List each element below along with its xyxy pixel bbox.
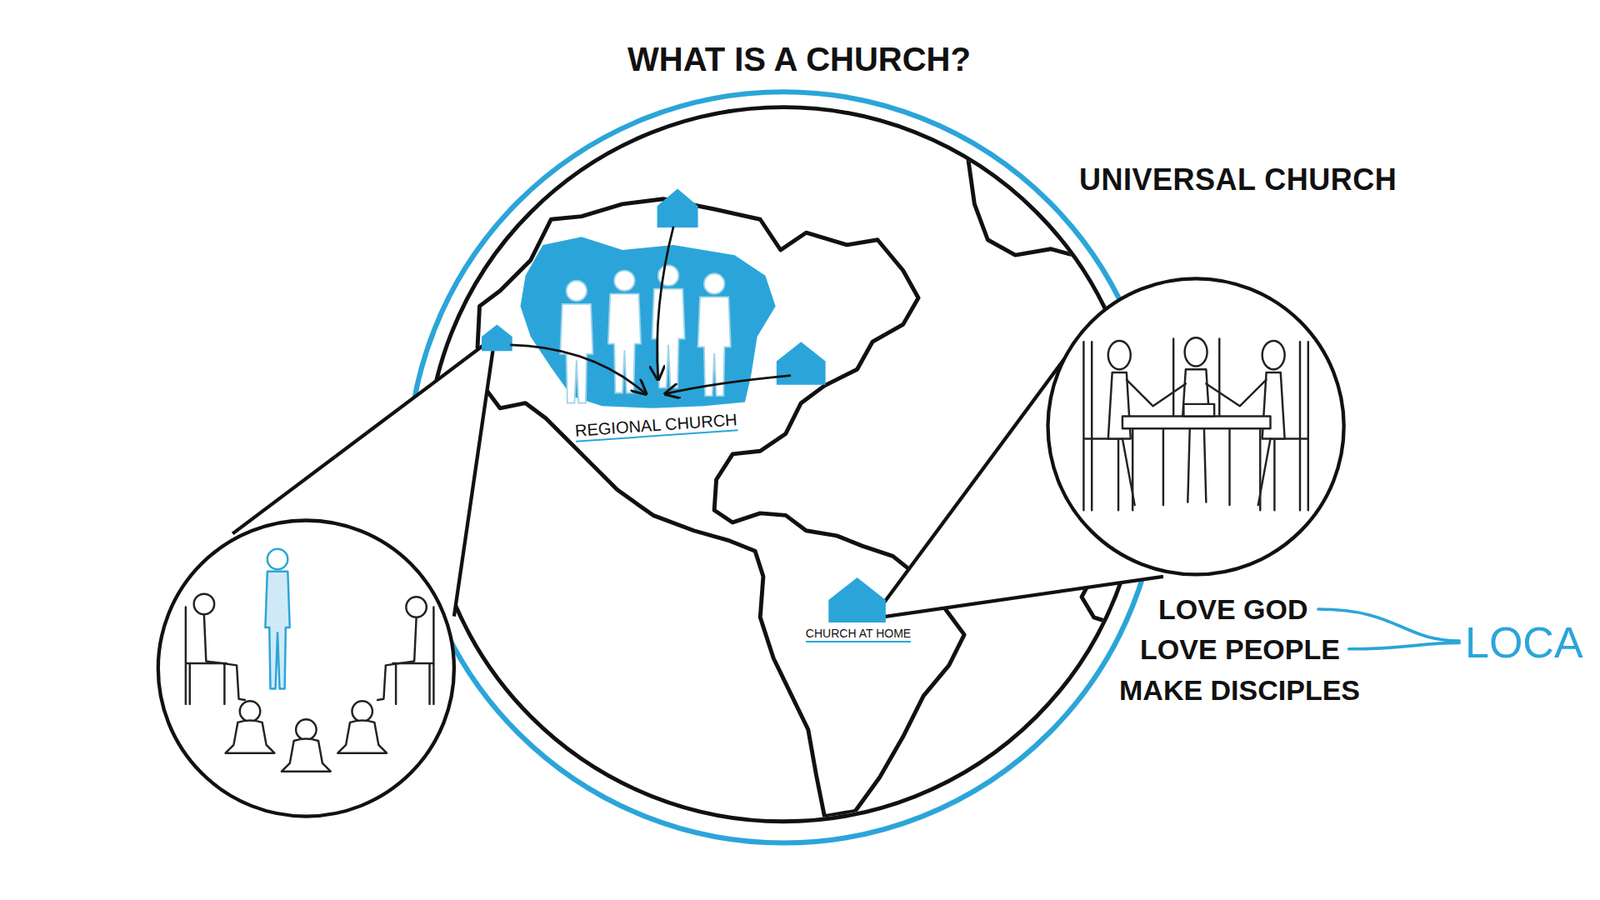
gather-arrows bbox=[510, 226, 791, 395]
figure-head bbox=[614, 270, 635, 291]
person-body bbox=[281, 739, 331, 772]
person-head bbox=[1262, 340, 1285, 370]
chair bbox=[392, 607, 434, 705]
person-head bbox=[351, 700, 372, 721]
callout-line bbox=[232, 336, 495, 534]
highlight-word: LOCA bbox=[1465, 618, 1584, 667]
diagram-title: WHAT IS A CHURCH? bbox=[627, 40, 971, 79]
callout-line bbox=[872, 576, 1164, 619]
callout-circle bbox=[158, 520, 455, 816]
node-text: REGIONAL CHURCH bbox=[574, 410, 738, 443]
gather-arrow bbox=[665, 375, 791, 395]
figure-head bbox=[566, 280, 587, 301]
regional-church-node: REGIONAL CHURCH bbox=[515, 232, 782, 441]
person-head bbox=[295, 719, 316, 740]
person-body bbox=[225, 720, 275, 753]
america-outline bbox=[477, 199, 965, 817]
callout-line bbox=[454, 336, 495, 617]
person-head bbox=[194, 594, 215, 615]
person-legs bbox=[1122, 428, 1271, 505]
book bbox=[1183, 404, 1215, 417]
joined-arms bbox=[1126, 380, 1267, 407]
figure-body bbox=[698, 296, 731, 396]
label-text: CHURCH AT HOME bbox=[805, 626, 911, 643]
leader-body bbox=[265, 571, 290, 690]
label-text: LOVE PEOPLE bbox=[1140, 632, 1340, 666]
callout-circle bbox=[1048, 278, 1345, 575]
houses bbox=[481, 189, 886, 623]
house-icon bbox=[481, 324, 513, 351]
label-text: LOVE GOD bbox=[1158, 592, 1308, 626]
person-body bbox=[377, 618, 417, 700]
table-top bbox=[1122, 416, 1271, 430]
person-head bbox=[1185, 337, 1208, 366]
person-head bbox=[1108, 340, 1131, 370]
regional-blob bbox=[515, 232, 782, 441]
table-legs bbox=[1132, 428, 1260, 510]
label-text: MAKE DISCIPLES bbox=[1119, 673, 1360, 707]
blue-link bbox=[1349, 642, 1460, 649]
house-icon bbox=[657, 189, 699, 229]
house-icon bbox=[828, 577, 886, 623]
circle-meeting bbox=[185, 549, 435, 772]
node-text: UNIVERSAL CHURCH bbox=[1079, 162, 1397, 198]
person-body bbox=[204, 615, 245, 700]
leader-head bbox=[267, 549, 288, 570]
figure-head bbox=[704, 273, 725, 294]
gather-arrow bbox=[510, 345, 646, 395]
person-head bbox=[405, 596, 426, 617]
callout-line bbox=[872, 351, 1070, 619]
person-head bbox=[240, 700, 260, 721]
table-meeting bbox=[1083, 337, 1308, 510]
person-body bbox=[337, 720, 387, 753]
house-icon bbox=[776, 341, 826, 385]
figure-body bbox=[560, 304, 593, 404]
gather-arrow bbox=[657, 226, 675, 380]
